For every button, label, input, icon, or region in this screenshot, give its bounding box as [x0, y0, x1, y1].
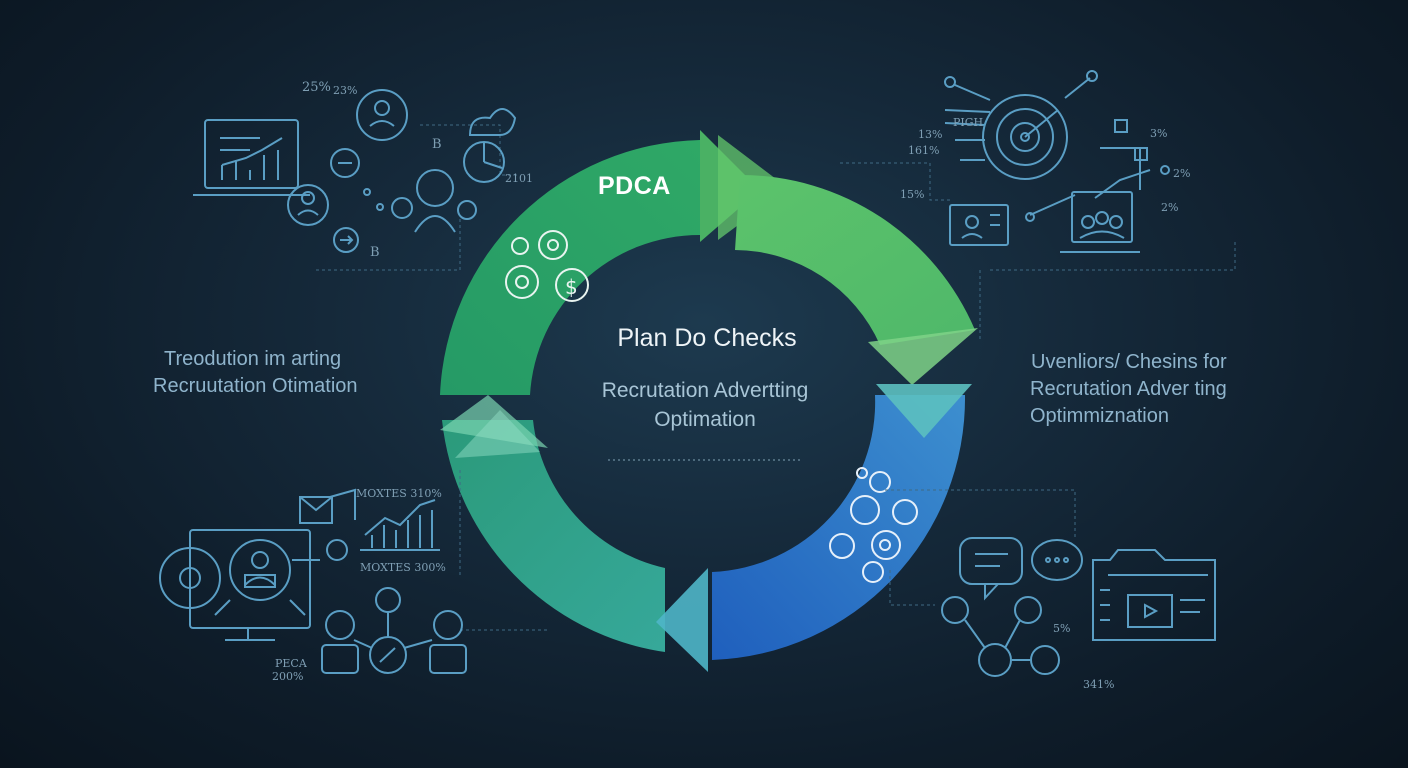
- left-caption-line2: Recruutation Otimation: [153, 375, 358, 397]
- right-caption-line3: Optimmiznation: [1030, 405, 1169, 427]
- arrow-head-bottom-right: [876, 384, 972, 438]
- bl-label-4: 200%: [272, 670, 304, 683]
- laptop-chart-icon: [193, 119, 310, 196]
- right-caption-line2: Recrutation Adver ting: [1030, 378, 1227, 400]
- center-title: Plan Do Checks: [617, 324, 797, 352]
- arrow-plan: [440, 140, 700, 395]
- tr-pct-3: 3%: [1150, 127, 1168, 140]
- top-left-cluster: [193, 89, 517, 253]
- dollar-icon: $: [565, 275, 578, 299]
- arrow-circle-icon: [333, 227, 359, 253]
- center-subtitle-line1: Recrutation Advertting: [601, 379, 809, 402]
- people-meeting-icon: [1060, 191, 1140, 253]
- tl-percent-2: 23%: [333, 84, 358, 97]
- people-network-icon-right: [941, 596, 1060, 677]
- people-network-icon: [321, 587, 467, 674]
- tr-pct-161: 161%: [908, 144, 940, 157]
- bl-label-2: MOXTES 300%: [360, 561, 446, 574]
- gear-circle-icon: [159, 547, 221, 609]
- minus-circle-icon: [330, 148, 360, 178]
- avatar-circle-icon: [287, 184, 329, 226]
- tl-number: 2101: [505, 172, 533, 185]
- br-pct-5: 5%: [1053, 622, 1071, 635]
- person-small-icon: [326, 539, 348, 561]
- bottom-right-cluster: [941, 537, 1216, 677]
- monitor-person-icon: [949, 204, 1009, 246]
- bl-label-3: PECA: [275, 657, 307, 670]
- bl-label-1: MOXTES 310%: [356, 487, 442, 500]
- cloud-icon: [468, 108, 517, 136]
- tl-letter-b2: B: [370, 245, 380, 260]
- right-caption-line1: Uvenliors/ Chesins for: [1031, 351, 1227, 373]
- monitor-person-icon-large: [189, 529, 311, 641]
- pdca-label: PDCA: [598, 172, 671, 200]
- left-caption-line1: Treodution im arting: [164, 348, 342, 370]
- tr-pct-2a: 2%: [1173, 167, 1191, 180]
- center-subtitle-line2: Optimation: [654, 408, 756, 431]
- person-circle-icon: [356, 89, 408, 141]
- pie-chart-icon: [463, 141, 505, 183]
- arrow-check: [712, 395, 966, 660]
- chat-bubbles-icon: [959, 537, 1083, 601]
- arrow-head-bottom: [656, 568, 708, 672]
- br-pct-341: 341%: [1083, 678, 1115, 691]
- gears-bubbles-icon: [829, 467, 918, 583]
- target-icon: [982, 94, 1068, 180]
- gears-icon: [505, 230, 589, 302]
- arrow-head-left-inner: [455, 410, 540, 458]
- folder-doc-icon: [1092, 549, 1216, 641]
- arrow-act: [442, 420, 665, 652]
- tr-pigh: PIGH: [953, 116, 984, 129]
- top-right-cluster: [944, 70, 1170, 253]
- tl-letter-b1: B: [432, 137, 442, 152]
- envelope-icon: [299, 496, 333, 524]
- arrow-head-right: [868, 328, 978, 385]
- bottom-left-cluster: [159, 488, 467, 674]
- tr-pct-13: 13%: [918, 128, 943, 141]
- people-group-icon: [391, 169, 477, 233]
- pdca-cycle: [440, 130, 978, 672]
- arrow-do: [735, 174, 975, 345]
- tr-pct-15: 15%: [900, 188, 925, 201]
- tr-pct-2b: 2%: [1161, 201, 1179, 214]
- bar-chart-icon: [360, 499, 440, 551]
- tl-percent-1: 25%: [302, 80, 331, 95]
